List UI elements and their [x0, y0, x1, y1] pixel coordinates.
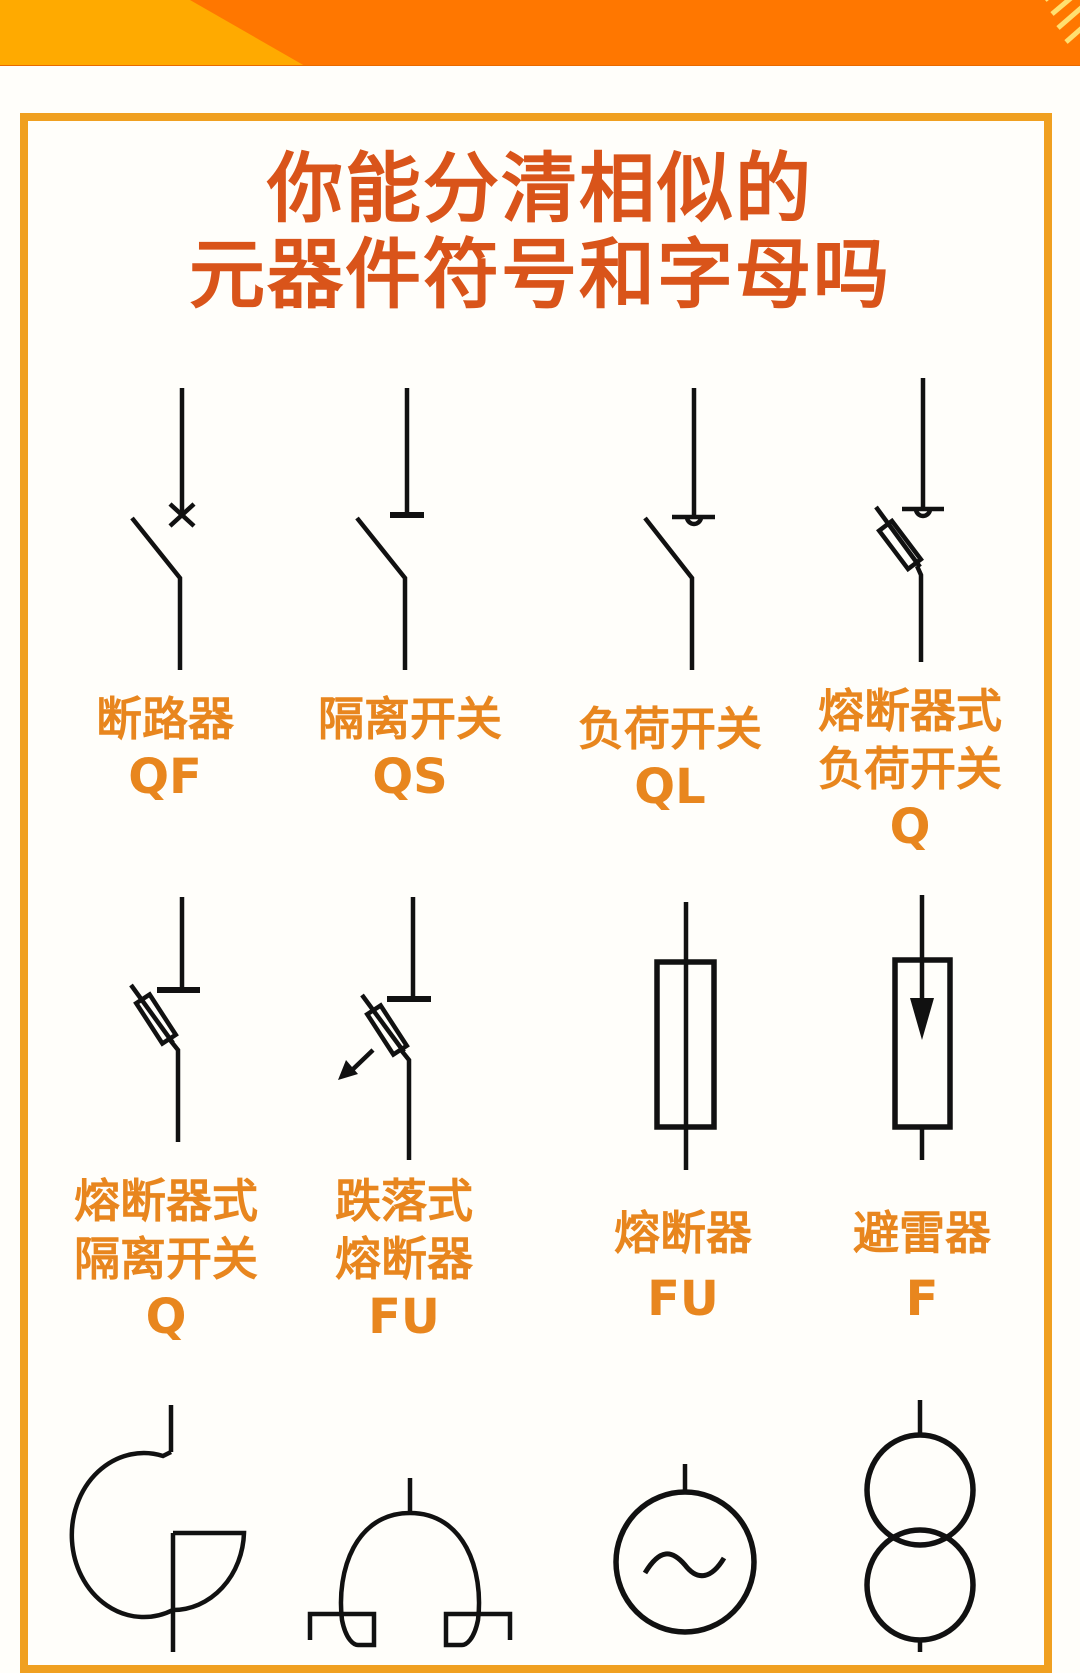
label-fuse: 熔断器 FU: [563, 1200, 803, 1332]
ac-generator-icon: [613, 1464, 757, 1635]
label-circuit-breaker: 断路器 QF: [45, 690, 285, 806]
fuse-icon: [654, 902, 717, 1170]
symbol-name-line1: 跌落式: [335, 1174, 473, 1228]
symbol-name: 熔断器: [614, 1206, 752, 1260]
fuse-load-switch-icon: [874, 378, 944, 662]
stripe-decoration: [1045, 0, 1080, 44]
label-disconnector: 隔离开关 QS: [290, 690, 530, 806]
header-banner: [0, 0, 1080, 66]
label-fuse-load-switch: 熔断器式 负荷开关 Q: [790, 682, 1030, 856]
symbol-code: QL: [634, 759, 706, 815]
symbol-name-line2: 负荷开关: [818, 742, 1002, 796]
label-drop-out-fuse: 跌落式 熔断器 FU: [284, 1172, 524, 1346]
symbol-name: 避雷器: [853, 1206, 991, 1260]
symbol-name-line1: 熔断器式: [818, 684, 1002, 738]
symbol-code: Q: [889, 799, 931, 855]
reactor-icon: [307, 1478, 513, 1648]
symbol-code: Q: [145, 1289, 187, 1345]
page-title-line2: 元器件符号和字母吗: [189, 230, 891, 319]
fuse-disconnector-icon: [129, 897, 200, 1142]
symbol-name: 断路器: [96, 692, 234, 746]
symbol-code: FU: [647, 1271, 719, 1327]
current-transformer-icon: [69, 1405, 247, 1652]
surge-arrester-icon: [892, 895, 953, 1160]
symbol-code: QS: [372, 749, 448, 805]
symbol-name: 负荷开关: [578, 702, 762, 756]
page-title-line1: 你能分清相似的: [267, 144, 813, 233]
two-winding-transformer-icon: [864, 1400, 976, 1652]
symbol-name-line1: 熔断器式: [74, 1174, 258, 1228]
circuit-breaker-icon: [130, 388, 196, 670]
symbol-name-line2: 熔断器: [335, 1232, 473, 1286]
symbol-code: FU: [368, 1289, 440, 1345]
label-fuse-disconnector: 熔断器式 隔离开关 Q: [46, 1172, 286, 1346]
symbol-code: F: [905, 1271, 939, 1327]
label-load-switch: 负荷开关 QL: [550, 700, 790, 816]
symbol-name: 隔离开关: [318, 692, 502, 746]
symbol-code: QF: [128, 749, 202, 805]
symbol-name-line2: 隔离开关: [74, 1232, 258, 1286]
label-surge-arrester: 避雷器 F: [802, 1200, 1042, 1332]
disconnector-icon: [355, 388, 424, 670]
drop-out-fuse-icon: [338, 897, 431, 1160]
load-switch-icon: [643, 388, 715, 670]
